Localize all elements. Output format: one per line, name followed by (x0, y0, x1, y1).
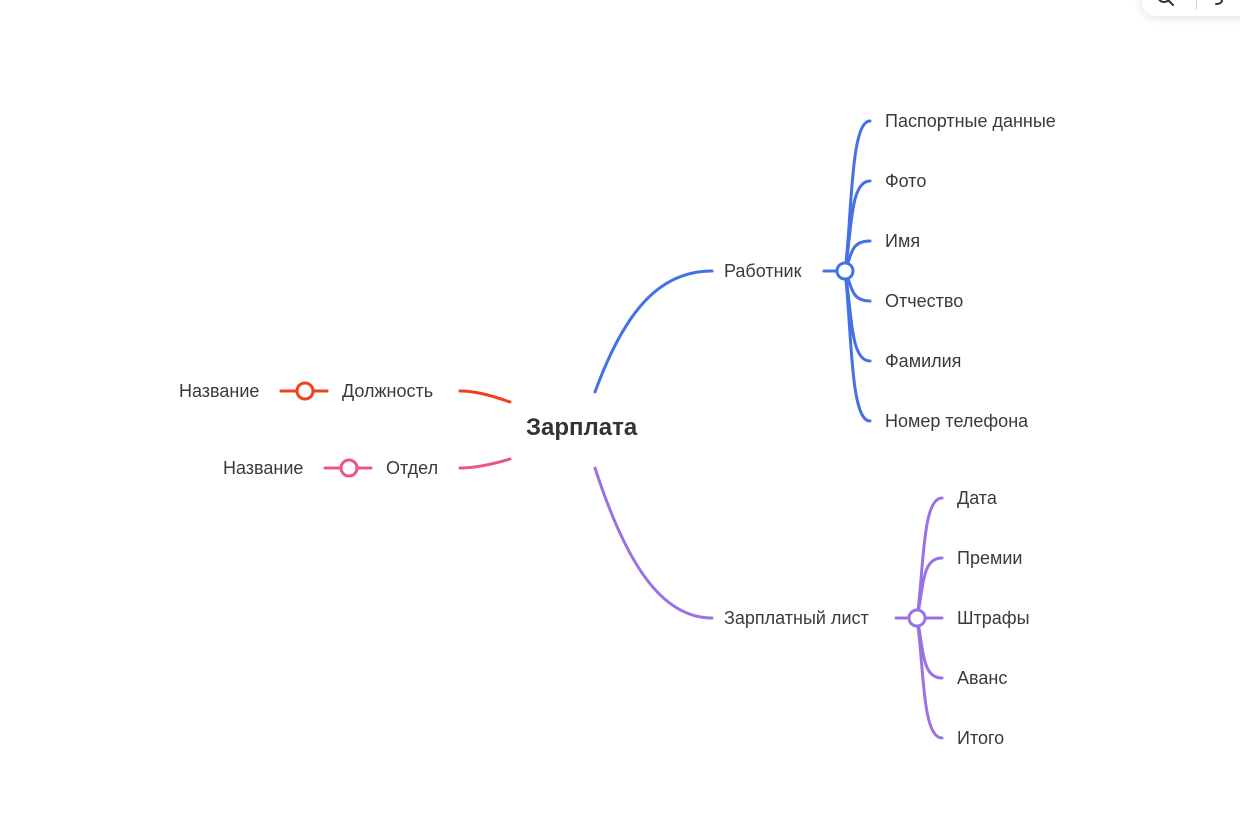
link-root-position (458, 389, 512, 404)
department-collapse-toggle[interactable] (339, 458, 359, 478)
worker-children-links (822, 119, 872, 423)
toolbar-divider (1196, 0, 1197, 10)
topic-patronymic[interactable]: Отчество (885, 291, 964, 311)
link-root-worker (593, 269, 714, 394)
topic-position[interactable]: Должность (342, 381, 434, 401)
topic-bonuses[interactable]: Премии (957, 548, 1023, 568)
topic-phone[interactable]: Номер телефона (885, 411, 1029, 431)
undo-icon[interactable] (1210, 0, 1230, 12)
link-root-department (458, 457, 512, 470)
topic-payslip[interactable]: Зарплатный лист (724, 608, 869, 628)
topic-surname[interactable]: Фамилия (885, 351, 962, 371)
topic-fines[interactable]: Штрафы (957, 608, 1030, 628)
worker-collapse-toggle[interactable] (835, 261, 855, 281)
topic-first-name[interactable]: Имя (885, 231, 921, 251)
topic-department[interactable]: Отдел (386, 458, 439, 478)
link-root-payslip (593, 466, 714, 620)
payslip-collapse-toggle[interactable] (907, 608, 927, 628)
root-topic[interactable]: Зарплата (526, 414, 638, 441)
topic-advance[interactable]: Аванс (957, 668, 1008, 688)
topic-position-name[interactable]: Название (179, 381, 260, 401)
topic-worker[interactable]: Работник (724, 261, 802, 281)
floating-toolbar (1142, 0, 1240, 16)
topic-date[interactable]: Дата (957, 488, 997, 508)
position-collapse-toggle[interactable] (295, 381, 315, 401)
search-icon[interactable] (1156, 0, 1176, 12)
topic-total[interactable]: Итого (957, 728, 1005, 748)
topic-photo[interactable]: Фото (885, 171, 927, 191)
topic-passport[interactable]: Паспортные данные (885, 111, 1056, 131)
topic-department-name[interactable]: Название (223, 458, 304, 478)
